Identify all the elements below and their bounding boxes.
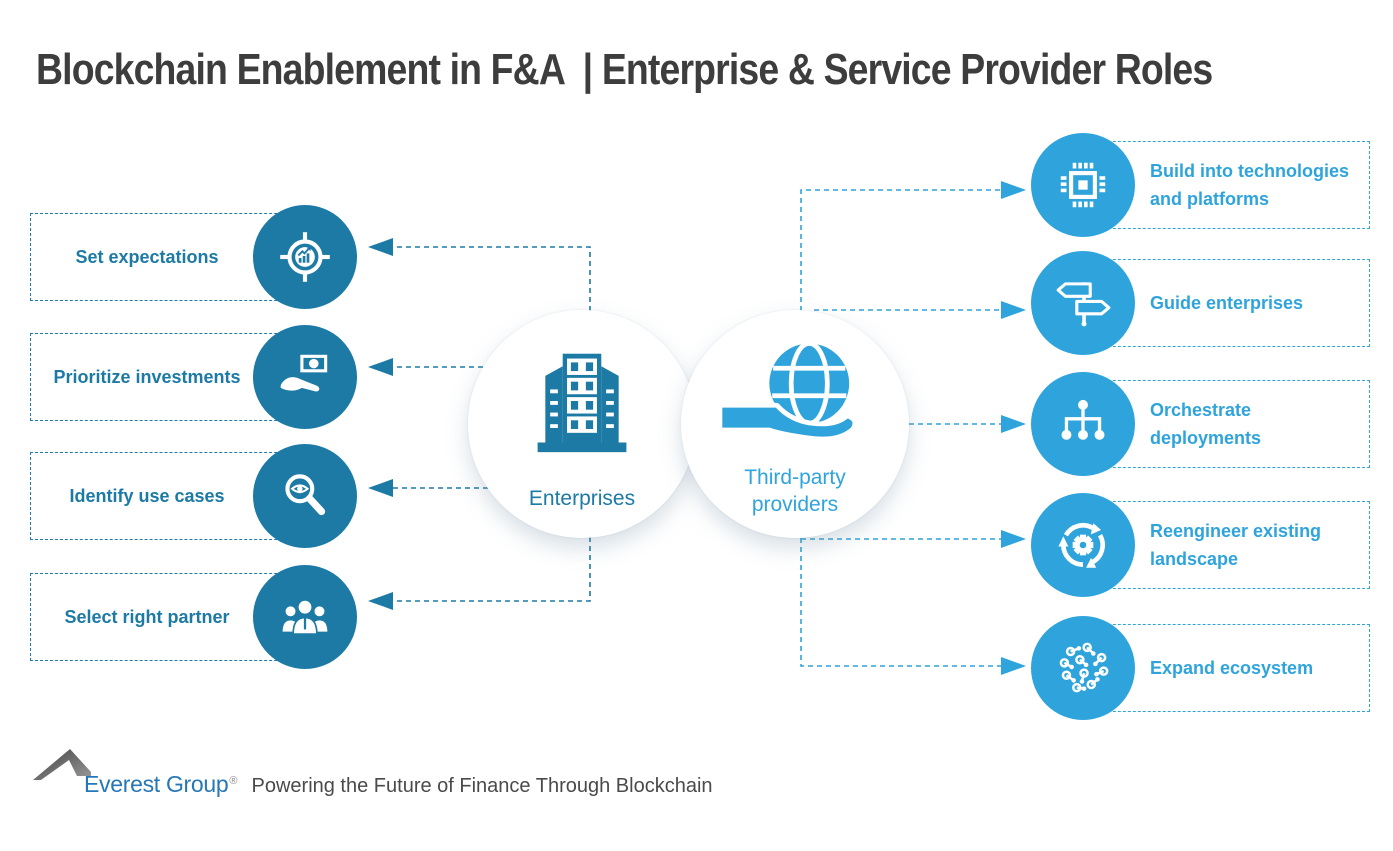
role-identify-use-cases: Identify use cases — [30, 444, 360, 548]
role-build-into-technologies: Build into technologies and platforms — [1031, 133, 1370, 237]
role-label: Expand ecosystem — [1150, 658, 1314, 678]
building-icon — [537, 353, 627, 453]
signpost-icon — [1031, 251, 1135, 355]
role-label: Identify use cases — [69, 485, 225, 506]
enterprises-label: Enterprises — [528, 487, 636, 510]
role-orchestrate-deployments: Orchestrate deployments — [1031, 372, 1370, 476]
chip-icon — [1031, 133, 1135, 237]
hand-globe-icon — [717, 341, 858, 442]
role-label: Select right partner — [64, 606, 230, 627]
tagline: Powering the Future of Finance Through B… — [251, 775, 713, 797]
role-label: Build into technologies and platforms — [1150, 161, 1349, 209]
role-label: Orchestrate deployments — [1150, 400, 1262, 448]
recycle-gear-icon — [1031, 493, 1135, 597]
page-title: Blockchain Enablement in F&A | Enterpris… — [36, 45, 1213, 94]
role-label: Set expectations — [75, 246, 219, 267]
providers-label: Third-party providers — [744, 466, 846, 516]
network-nodes-icon — [1031, 616, 1135, 720]
logo-text: Everest Group — [84, 771, 229, 797]
team-icon — [253, 565, 357, 669]
org-tree-icon — [1031, 372, 1135, 476]
role-prioritize-investments: Prioritize investments — [30, 325, 360, 429]
role-label: Prioritize investments — [53, 366, 241, 387]
role-select-right-partner: Select right partner — [30, 565, 360, 669]
role-label: Guide enterprises — [1150, 293, 1304, 313]
mountain-logo-icon — [33, 749, 91, 780]
role-set-expectations: Set expectations — [30, 205, 360, 309]
footer-logo-lockup: Everest Group ® Powering the Future of F… — [33, 744, 733, 814]
registered-mark: ® — [229, 775, 238, 787]
target-chart-icon — [253, 205, 357, 309]
magnifier-eye-icon — [253, 444, 357, 548]
role-label: Reengineer existing landscape — [1150, 521, 1322, 569]
role-expand-ecosystem: Expand ecosystem — [1031, 616, 1370, 720]
enterprises-hub: Enterprises — [468, 310, 696, 538]
providers-hub: Third-party providers — [681, 310, 909, 538]
role-guide-enterprises: Guide enterprises — [1031, 251, 1370, 355]
hand-money-icon — [253, 325, 357, 429]
role-reengineer-landscape: Reengineer existing landscape — [1031, 493, 1370, 597]
